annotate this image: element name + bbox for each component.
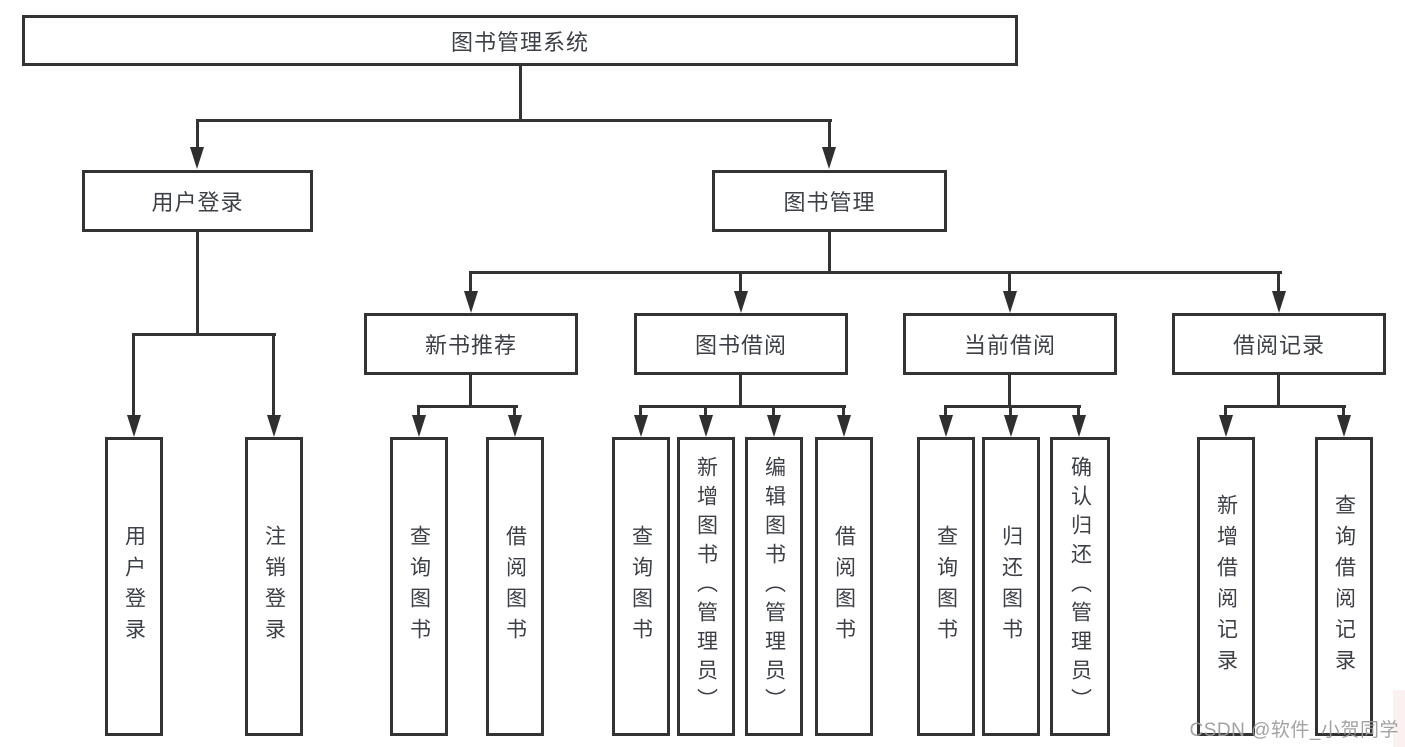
connector-root-bar [196,119,832,122]
arrow-to-book-management [822,147,836,169]
leaf-label: 编辑图书（管理员） [762,456,786,717]
arrow-to-leaf [1219,415,1233,437]
connector-current-borrowing-bar [944,405,1081,408]
leaf-label: 查询图书 [629,524,653,649]
leaf-label: 借阅图书 [503,524,527,649]
arrow-to-leaf-logout [267,415,281,437]
leaf-label: 新增图书（管理员） [694,456,718,717]
arrow-to-leaf [508,415,522,437]
arrow-to-leaf [1337,415,1351,437]
node-label: 用户登录 [151,190,244,215]
connector-drop-book-management [828,119,831,149]
node-label: 新书推荐 [424,333,517,358]
arrow-to-leaf [939,415,953,437]
node-new-book-recommendation: 新书推荐 [364,313,578,375]
node-label: 图书借阅 [694,333,787,358]
leaf-label: 查询图书 [934,524,958,649]
connector-drop-user-login [196,119,199,149]
leaf-query-books-borrowing: 查询图书 [612,437,670,736]
arrow-to-leaf [412,415,426,437]
connector-book-management-bar [469,271,1282,274]
arrow-to-current-borrowing [1003,291,1017,313]
connector-drop [842,405,845,419]
node-label: 当前借阅 [963,333,1056,358]
connector-drop [639,405,642,419]
connector-current-borrowing-stub [1008,375,1011,408]
arrow-to-user-login [190,147,204,169]
leaf-edit-book-admin: 编辑图书（管理员） [745,437,803,736]
leaf-label: 查询图书 [407,524,431,649]
leaf-query-books-recommend: 查询图书 [390,437,448,736]
connector-drop [513,405,516,419]
leaf-label: 新增借阅记录 [1214,493,1238,680]
leaf-return-books: 归还图书 [982,437,1040,736]
connector-drop [772,405,775,419]
leaf-logout: 注销登录 [245,437,303,736]
connector-drop [704,405,707,419]
node-book-management: 图书管理 [712,170,947,232]
leaf-user-login: 用户登录 [105,437,163,736]
connector-drop-new-book [469,271,472,293]
leaf-label: 用户登录 [122,524,146,649]
node-label: 图书管理 [783,190,876,215]
leaf-confirm-return-admin: 确认归还（管理员） [1050,437,1110,736]
arrow-to-leaf-user-login [127,415,141,437]
leaf-borrow-books-borrowing: 借阅图书 [815,437,873,736]
node-label: 图书管理系统 [450,29,589,55]
connector-drop-leaf-user-login [132,333,135,417]
watermark: CSDN @软件_小贺同学 [1189,720,1399,741]
corner-tint [1393,690,1405,747]
connector-user-login-stub [196,232,199,336]
leaf-borrow-books-recommend: 借阅图书 [486,437,544,736]
connector-drop [944,405,947,419]
arrow-to-leaf [837,415,851,437]
connector-drop [1009,405,1012,419]
connector-borrowing-records-bar [1224,405,1346,408]
arrow-to-leaf [1072,415,1086,437]
connector-user-login-bar [132,333,276,336]
node-label: 借阅记录 [1232,333,1325,358]
leaf-query-books-current: 查询图书 [917,437,975,736]
arrow-to-leaf [699,415,713,437]
connector-drop-leaf-logout [272,333,275,417]
leaf-add-borrow-record: 新增借阅记录 [1197,437,1255,736]
leaf-label: 确认归还（管理员） [1068,456,1092,717]
node-user-login: 用户登录 [82,170,313,232]
connector-drop [1342,405,1345,419]
connector-root-stub [519,65,522,121]
connector-drop-book-borrowing [739,271,742,293]
connector-drop [1077,405,1080,419]
leaf-query-borrow-record: 查询借阅记录 [1315,437,1373,736]
node-current-borrowing: 当前借阅 [903,313,1117,375]
connector-drop-borrowing-records [1277,271,1280,293]
arrow-to-leaf [1004,415,1018,437]
node-book-borrowing: 图书借阅 [634,313,848,375]
connector-book-borrowing-stub [739,375,742,408]
arrow-to-borrowing-records [1272,291,1286,313]
connector-drop [1224,405,1227,419]
connector-drop-current-borrowing [1008,271,1011,293]
leaf-label: 注销登录 [262,524,286,649]
connector-borrowing-records-stub [1277,375,1280,408]
arrow-to-book-borrowing [734,291,748,313]
arrow-to-new-book [464,291,478,313]
connector-new-book-bar [417,405,518,408]
node-borrowing-records: 借阅记录 [1172,313,1386,375]
connector-book-management-stub [828,232,831,274]
leaf-add-book-admin: 新增图书（管理员） [677,437,735,736]
leaf-label: 归还图书 [999,524,1023,649]
connector-book-borrowing-bar [639,405,846,408]
leaf-label: 借阅图书 [832,524,856,649]
node-library-management-system: 图书管理系统 [22,15,1018,66]
leaf-label: 查询借阅记录 [1332,493,1356,680]
connector-drop [417,405,420,419]
arrow-to-leaf [767,415,781,437]
connector-new-book-stub [469,375,472,408]
arrow-to-leaf [634,415,648,437]
